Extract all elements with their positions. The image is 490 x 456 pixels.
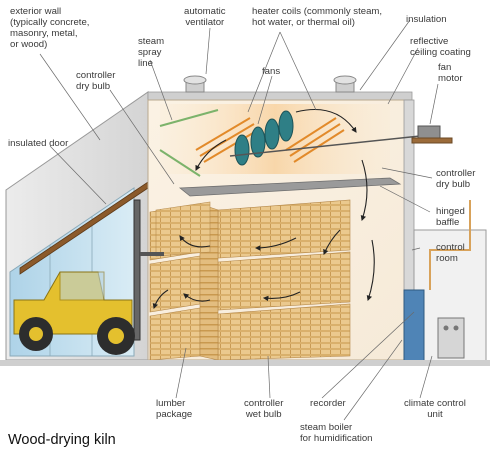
fan-motor-platform (411, 137, 453, 144)
label-fans: fans (262, 66, 281, 77)
climate-control-unit (437, 317, 465, 359)
label-controller-dry-bulb-left: controller dry bulb (76, 70, 116, 92)
label-steam-spray-line: steam spray line (138, 36, 165, 69)
label-lumber-package: lumber package (156, 398, 193, 420)
forklift (13, 199, 164, 355)
climate-control-dial (443, 325, 449, 331)
fans (234, 110, 294, 166)
climate-control-dial (453, 325, 459, 331)
floor (0, 360, 490, 366)
label-control-room: control room (436, 242, 465, 264)
steam-spray-line (159, 109, 219, 127)
label-steam-boiler: steam boiler for humidification (300, 422, 373, 444)
plenum-floor (178, 177, 402, 197)
label-controller-dry-bulb-right: controller dry bulb (436, 168, 476, 190)
automatic-ventilator (183, 75, 357, 93)
diagram-title: Wood-drying kiln (8, 432, 116, 448)
steam-boiler (403, 289, 425, 363)
label-exterior-wall: exterior wall (typically concrete, mason… (10, 6, 90, 50)
label-controller-wet-bulb: controller wet bulb (244, 398, 284, 420)
label-climate-control-unit: climate control unit (404, 398, 466, 420)
fan-shaft (229, 135, 421, 157)
steam-pipe (429, 200, 471, 290)
label-insulation: insulation (406, 14, 447, 25)
heater-coils (195, 117, 345, 163)
label-insulated-door: insulated door (8, 138, 69, 149)
label-automatic-ventilator: automatic ventilator (184, 6, 226, 28)
roof (147, 91, 413, 101)
leader-lines (39, 19, 439, 421)
label-hinged-baffle: hinged baffle (436, 206, 465, 228)
airflow-arrows (152, 108, 375, 310)
lumber-package-forklift (155, 201, 211, 257)
label-fan-motor: fan motor (438, 62, 463, 84)
label-recorder: recorder (310, 398, 346, 409)
label-heater-coils: heater coils (commonly steam, hot water,… (252, 6, 383, 28)
fan-motor (417, 125, 441, 139)
lumber-packages (149, 199, 351, 361)
label-reflective-ceiling: reflective ceiling coating (410, 36, 471, 58)
steam-spray-line-lower (159, 149, 201, 177)
